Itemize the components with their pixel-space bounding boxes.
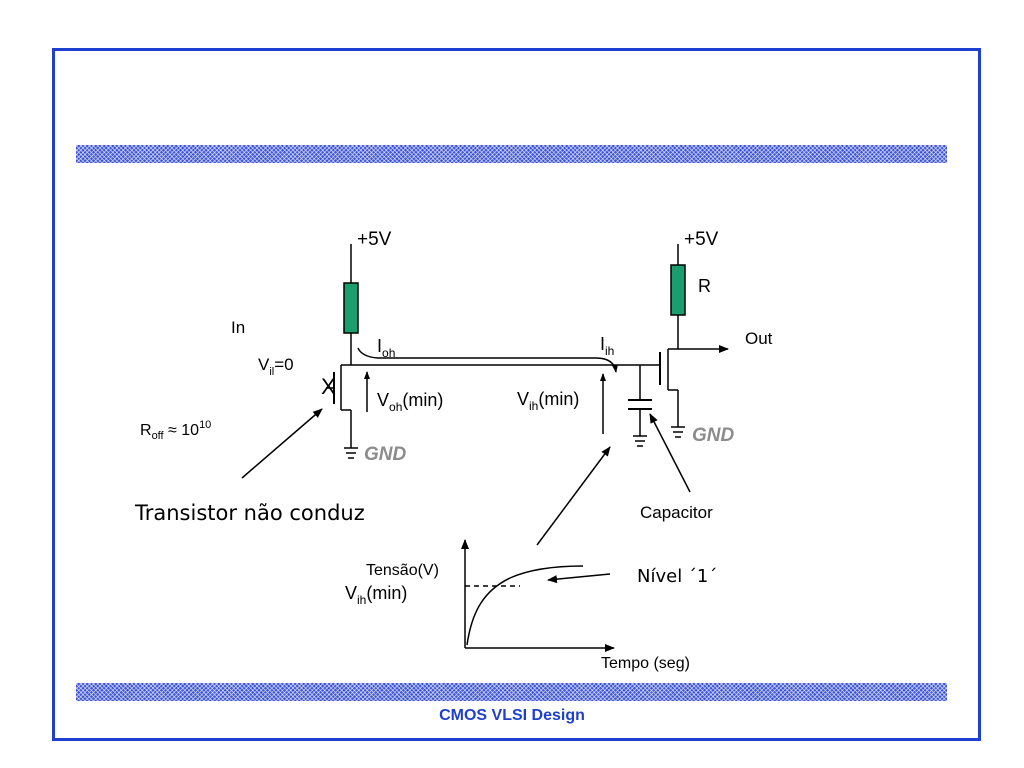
top-pattern-band (76, 145, 947, 163)
transistor-note: Transistor não conduz (134, 501, 365, 525)
vih-label: Vih(min) (517, 389, 579, 413)
graph-pointer-arrow (536, 446, 611, 546)
current-path-arrow (357, 347, 618, 373)
charging-graph (461, 539, 615, 652)
charging-curve (466, 565, 584, 646)
right-pullup-resistor (670, 264, 686, 316)
right-gnd-label: GND (692, 425, 735, 446)
vil-label: Vil=0 (258, 355, 294, 378)
level-pointer-arrow (547, 573, 611, 584)
left-stage (241, 244, 655, 479)
graph-level-label: Vih(min) (345, 583, 407, 607)
footer-title: CMOS VLSI Design (439, 707, 585, 724)
roff-label: Roff ≈ 1010 (140, 419, 211, 442)
resistor-label: R (698, 276, 711, 296)
level-annotation: Nível ´1´ (637, 566, 717, 587)
capacitor-pointer-arrow (649, 413, 691, 493)
ioh-label: Ioh (377, 336, 395, 360)
slide-frame (52, 48, 981, 741)
iih-label: Iih (600, 334, 614, 358)
input-label: In (231, 318, 245, 337)
transistor-off-mark: X (321, 374, 336, 399)
graph-xlabel: Tempo (seg) (601, 655, 690, 672)
note-pointer-arrow (241, 408, 323, 479)
capacitor-label: Capacitor (640, 503, 713, 522)
graph-ylabel: Tensão(V) (366, 562, 439, 579)
right-supply-label: +5V (684, 229, 719, 250)
left-pullup-resistor (343, 282, 359, 334)
left-gnd-label: GND (364, 444, 407, 465)
bottom-pattern-band (76, 683, 947, 701)
output-label: Out (745, 329, 773, 348)
voh-label: Voh(min) (377, 390, 443, 414)
right-stage (536, 244, 729, 546)
left-supply-label: +5V (357, 229, 392, 250)
